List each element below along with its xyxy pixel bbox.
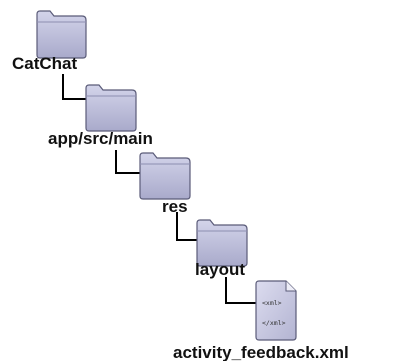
- xml-open-tag: <xml>: [262, 299, 282, 307]
- xml-file-icon: <xml> </xml>: [255, 280, 297, 341]
- folder-label-res: res: [162, 197, 188, 216]
- tree-connector: [62, 74, 86, 100]
- tree-connector: [225, 277, 256, 304]
- file-label-activity-feedback: activity_feedback.xml: [173, 343, 349, 361]
- tree-connector: [176, 212, 198, 241]
- folder-label-catchat: CatChat: [12, 54, 78, 73]
- folder-icon: [139, 152, 191, 200]
- tree-connector: [115, 150, 140, 174]
- folder-icon: [196, 219, 248, 267]
- folder-label-app-src-main: app/src/main: [48, 129, 153, 148]
- folder-icon: [85, 84, 137, 132]
- xml-close-tag: </xml>: [262, 319, 286, 327]
- folder-label-layout: layout: [195, 260, 245, 279]
- folder-icon: [36, 10, 87, 59]
